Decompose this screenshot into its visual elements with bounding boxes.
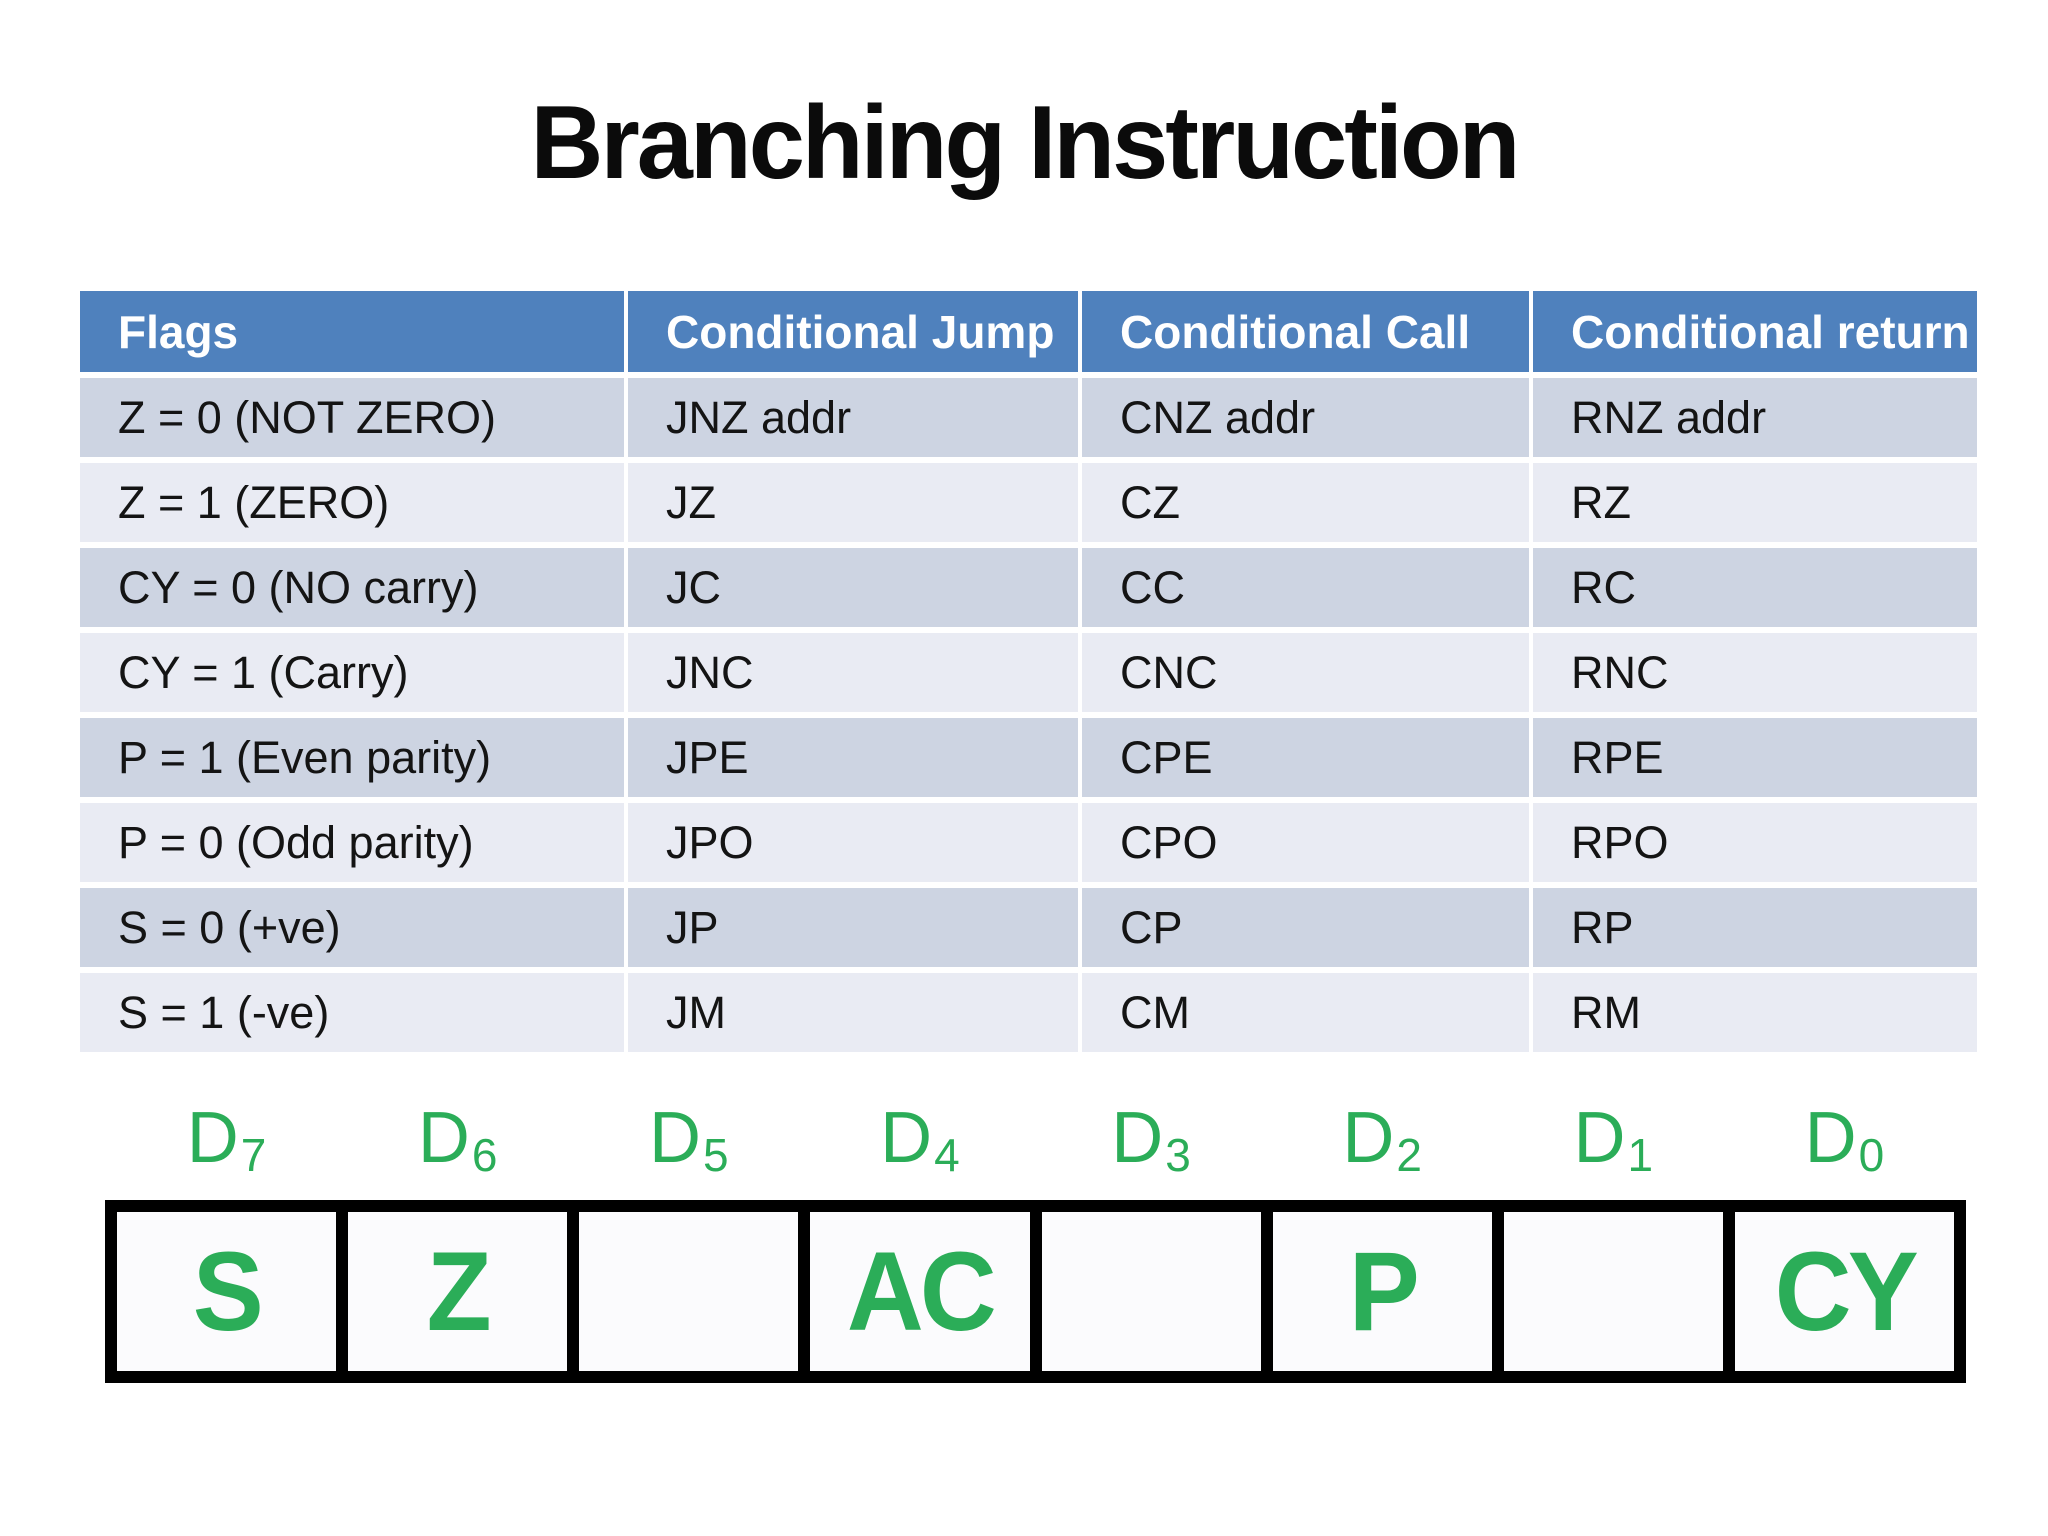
table-row: P = 0 (Odd parity) JPO CPO RPO — [80, 803, 1977, 882]
bit-number: 4 — [934, 1129, 960, 1181]
conditional-call-cell: CNZ addr — [1082, 378, 1529, 457]
flag-register-cell: AC — [810, 1212, 1030, 1371]
conditional-call-cell: CPE — [1082, 718, 1529, 797]
header-cell-conditional-return: Conditional return — [1533, 291, 1977, 372]
header-cell-conditional-call: Conditional Call — [1082, 291, 1529, 372]
bit-letter: D — [1342, 1098, 1395, 1178]
conditional-jump-cell: JP — [628, 888, 1078, 967]
table-row: P = 1 (Even parity) JPE CPE RPE — [80, 718, 1977, 797]
flag-condition-cell: P = 1 (Even parity) — [80, 718, 624, 797]
header-cell-conditional-jump: Conditional Jump — [628, 291, 1078, 372]
bit-number: 1 — [1627, 1129, 1654, 1181]
conditional-jump-cell: JPO — [628, 803, 1078, 882]
conditional-call-cell: CPO — [1082, 803, 1529, 882]
flag-condition-cell: Z = 0 (NOT ZERO) — [80, 378, 624, 457]
bit-letter: D — [1573, 1098, 1626, 1178]
flag-register-cell — [1041, 1212, 1261, 1371]
bit-letter: D — [1804, 1098, 1857, 1178]
flag-letter: P — [1348, 1228, 1420, 1354]
flag-condition-cell: S = 1 (-ve) — [80, 973, 624, 1052]
flag-condition-cell: CY = 1 (Carry) — [80, 633, 624, 712]
flag-condition-cell: Z = 1 (ZERO) — [80, 463, 624, 542]
conditional-jump-cell: JNC — [628, 633, 1078, 712]
conditional-return-cell: RP — [1533, 888, 1977, 967]
conditional-return-cell: RZ — [1533, 463, 1977, 542]
flag-letter: CY — [1774, 1228, 1918, 1354]
conditional-jump-cell: JPE — [628, 718, 1078, 797]
flag-condition-cell: S = 0 (+ve) — [80, 888, 624, 967]
table-row: Z = 0 (NOT ZERO) JNZ addr CNZ addr RNZ a… — [80, 378, 1977, 457]
flag-register-cell — [579, 1212, 799, 1371]
bit-number: 6 — [471, 1129, 498, 1181]
bit-number: 7 — [240, 1129, 267, 1181]
flag-register-cell — [1503, 1212, 1723, 1371]
flag-letter: AC — [846, 1228, 997, 1354]
conditional-call-cell: CZ — [1082, 463, 1529, 542]
flag-register-diagram: S Z AC P — [105, 1200, 1966, 1383]
table-row: Z = 1 (ZERO) JZ CZ RZ — [80, 463, 1977, 542]
conditional-return-cell: RNC — [1533, 633, 1977, 712]
conditional-return-cell: RC — [1533, 548, 1977, 627]
bit-letter: D — [880, 1098, 933, 1178]
header-cell-flags: Flags — [80, 291, 624, 372]
flag-register-cell: Z — [348, 1212, 568, 1371]
bit-number: 0 — [1858, 1129, 1885, 1181]
conditional-jump-cell: JNZ addr — [628, 378, 1078, 457]
conditional-jump-cell: JZ — [628, 463, 1078, 542]
conditional-call-cell: CM — [1082, 973, 1529, 1052]
table-row: S = 0 (+ve) JP CP RP — [80, 888, 1977, 967]
conditional-return-cell: RM — [1533, 973, 1977, 1052]
flag-condition-cell: CY = 0 (NO carry) — [80, 548, 624, 627]
table-body: Z = 0 (NOT ZERO) JNZ addr CNZ addr RNZ a… — [80, 378, 1977, 1052]
table-row: CY = 1 (Carry) JNC CNC RNC — [80, 633, 1977, 712]
table-row: S = 1 (-ve) JM CM RM — [80, 973, 1977, 1052]
bit-number: 3 — [1165, 1129, 1191, 1181]
flag-register-cell: CY — [1734, 1212, 1954, 1371]
bit-letter: D — [1111, 1098, 1164, 1178]
conditional-call-cell: CNC — [1082, 633, 1529, 712]
conditional-jump-cell: JC — [628, 548, 1078, 627]
slide-title: Branching Instruction — [530, 85, 1521, 201]
conditional-call-cell: CC — [1082, 548, 1529, 627]
flag-condition-cell: P = 0 (Odd parity) — [80, 803, 624, 882]
bit-letter: D — [186, 1098, 239, 1178]
flag-register-cell: P — [1272, 1212, 1492, 1371]
flag-letter: Z — [427, 1228, 492, 1354]
bit-letter: D — [649, 1098, 702, 1178]
flag-register-cell: S — [117, 1212, 337, 1371]
conditional-call-cell: CP — [1082, 888, 1529, 967]
conditional-return-cell: RPO — [1533, 803, 1977, 882]
bit-number: 5 — [703, 1129, 729, 1181]
branching-instruction-table: Flags Conditional Jump Conditional Call … — [80, 291, 1977, 1058]
table-header-row: Flags Conditional Jump Conditional Call … — [80, 291, 1977, 372]
conditional-return-cell: RPE — [1533, 718, 1977, 797]
bit-number: 2 — [1396, 1129, 1422, 1181]
bit-letter: D — [417, 1098, 470, 1178]
conditional-return-cell: RNZ addr — [1533, 378, 1977, 457]
table-row: CY = 0 (NO carry) JC CC RC — [80, 548, 1977, 627]
conditional-jump-cell: JM — [628, 973, 1078, 1052]
flag-letter: S — [192, 1228, 264, 1354]
